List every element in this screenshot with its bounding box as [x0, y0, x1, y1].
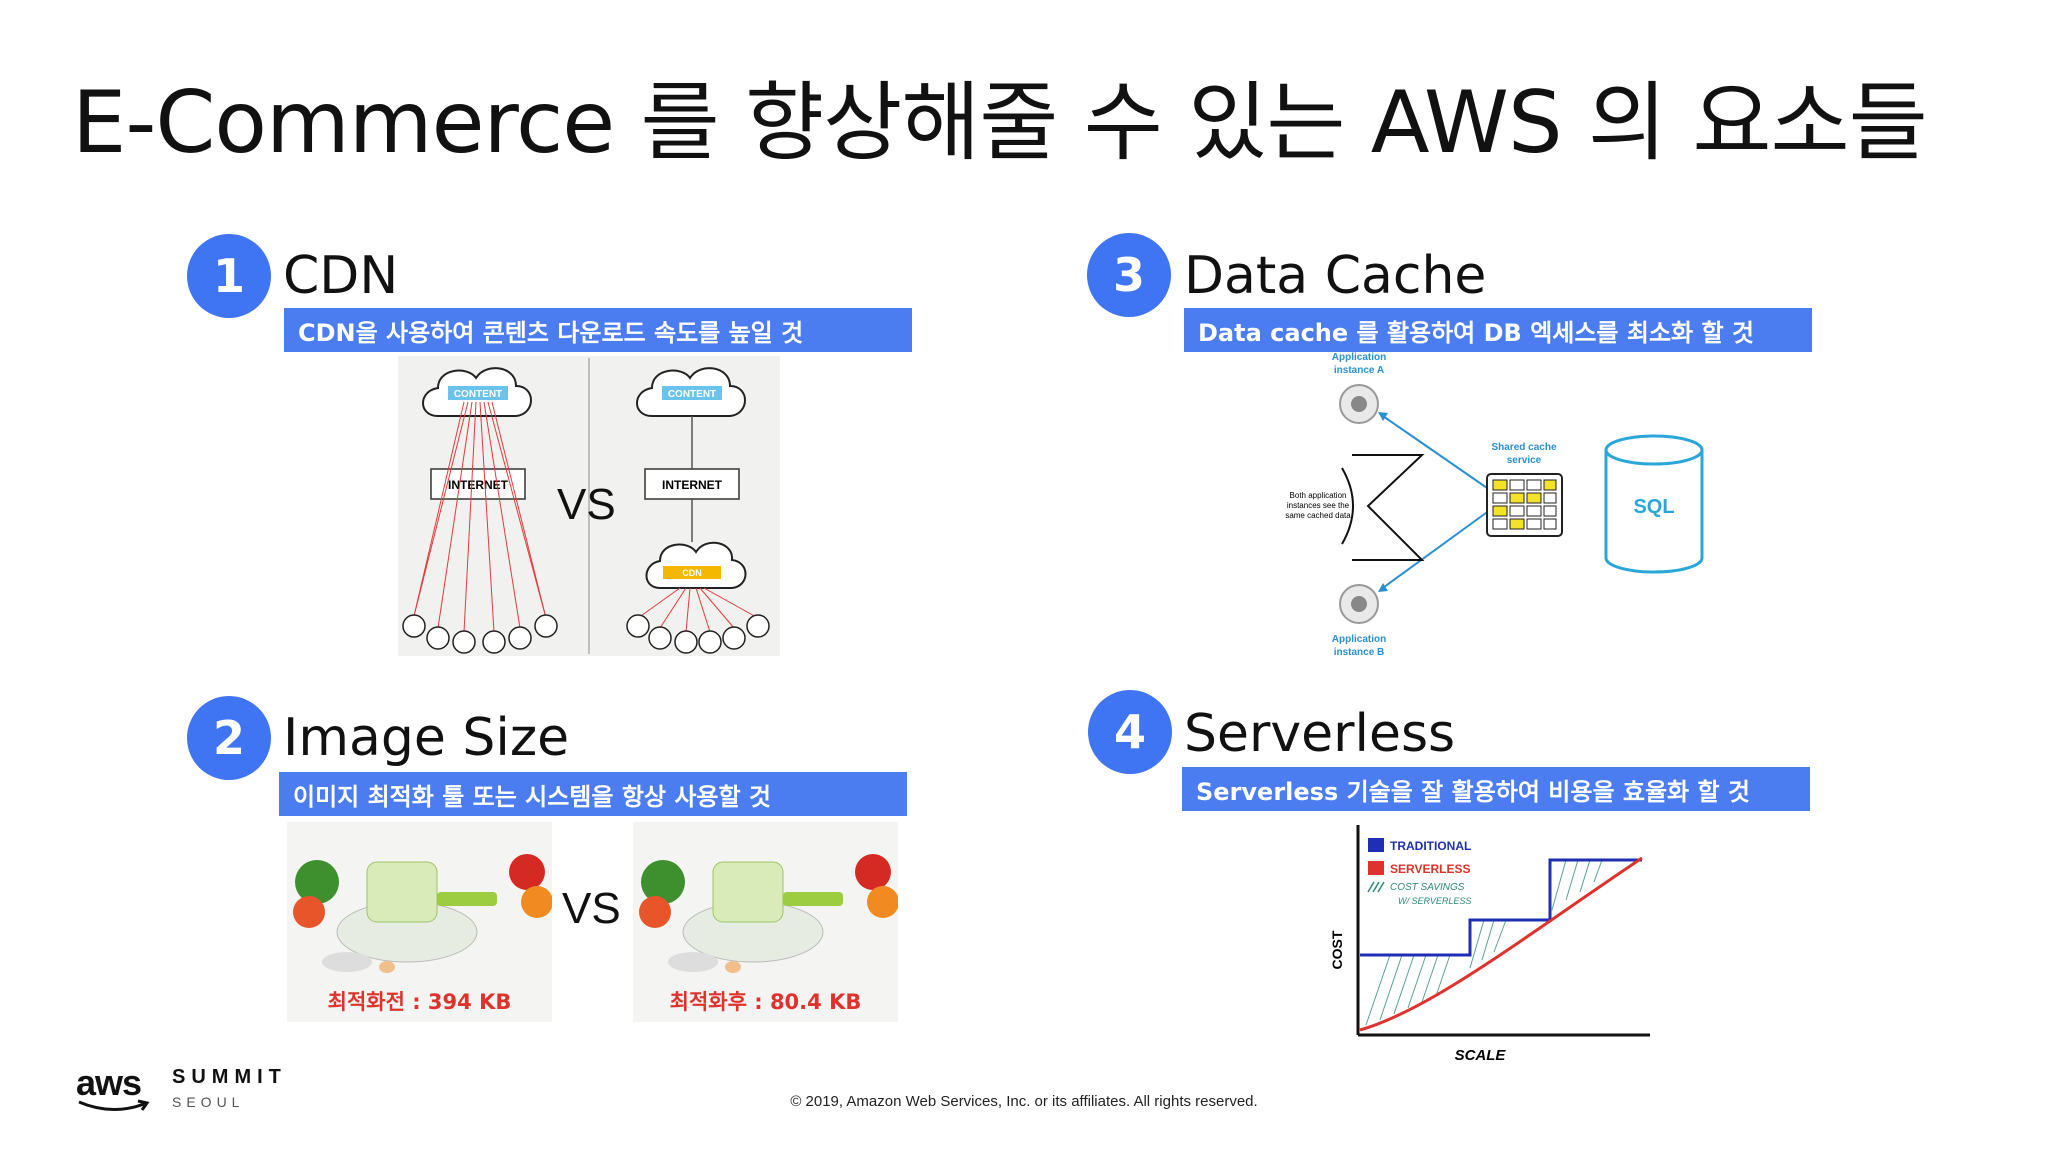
- section-title-cdn: CDN: [283, 246, 399, 306]
- app-a-line1: Application: [1332, 352, 1386, 363]
- app-a-line2: instance A: [1334, 365, 1384, 376]
- image-after-photo: 최적화후 : 80.4 KB: [633, 822, 898, 1022]
- section-number-4: 4: [1088, 690, 1172, 774]
- section-banner-serverless: Serverless 기술을 잘 활용하여 비용을 효율화 할 것: [1182, 767, 1810, 811]
- legend-savings-line2: W/ SERVERLESS: [1398, 896, 1471, 906]
- cdn-diagram: CONTENT CONTENT INTERNET INTERNET CDN: [398, 356, 780, 656]
- serverless-cost-line: [1359, 856, 1643, 1032]
- page-title: E-Commerce 를 향상해줄 수 있는 AWS 의 요소들: [72, 73, 1928, 173]
- user-group-icons: [402, 614, 770, 654]
- shared-cache-line2: service: [1507, 455, 1542, 466]
- legend-traditional-swatch: [1368, 838, 1384, 852]
- legend-savings-line1: COST SAVINGS: [1390, 882, 1465, 893]
- content-cloud-right-icon: [636, 367, 746, 417]
- app-b-line1: Application: [1332, 634, 1386, 645]
- section-banner-data-cache: Data cache 를 활용하여 DB 엑세스를 최소화 할 것: [1184, 308, 1812, 352]
- shared-cache-grid-icon: [1486, 473, 1563, 537]
- cdn-internet-label-left: INTERNET: [448, 478, 509, 492]
- cdn-vs-label: VS: [557, 480, 616, 529]
- section-banner-image-size: 이미지 최적화 툴 또는 시스템을 항상 사용할 것: [279, 772, 907, 816]
- cdn-internet-label-right: INTERNET: [662, 478, 723, 492]
- aws-logo: aws: [76, 1062, 142, 1103]
- copyright-footer: © 2019, Amazon Web Services, Inc. or its…: [790, 1093, 1258, 1110]
- db-label: SQL: [1633, 496, 1674, 518]
- section-number-2: 2: [187, 696, 271, 780]
- y-axis-label: COST: [1329, 930, 1345, 969]
- savings-hatch-area: [1365, 859, 1603, 1026]
- x-axis-label: SCALE: [1455, 1047, 1507, 1064]
- image-after-caption: 최적화후 : 80.4 KB: [669, 990, 862, 1014]
- cdn-content-label-left: CONTENT: [454, 389, 502, 400]
- legend-traditional: TRADITIONAL: [1390, 839, 1471, 853]
- cdn-label: CDN: [682, 568, 702, 578]
- traditional-cost-line: [1360, 858, 1642, 957]
- image-before-caption: 최적화전 : 394 KB: [327, 990, 512, 1014]
- cdn-content-label-right: CONTENT: [668, 389, 716, 400]
- legend-serverless: SERVERLESS: [1390, 862, 1470, 876]
- section-title-serverless: Serverless: [1184, 704, 1456, 764]
- cache-note-line1: Both application: [1290, 491, 1347, 500]
- aws-smile-icon: [78, 1099, 150, 1112]
- section-number-3: 3: [1087, 233, 1171, 317]
- image-vs-label: VS: [562, 884, 621, 933]
- section-number-1: 1: [187, 234, 271, 318]
- cache-diagram: Application instance A Application insta…: [1280, 350, 1710, 660]
- summit-wordmark: SUMMIT: [172, 1066, 287, 1088]
- section-title-data-cache: Data Cache: [1184, 246, 1487, 306]
- app-instance-b-icon: [1339, 584, 1379, 624]
- sql-database-icon: [1604, 434, 1704, 574]
- cdn-cloud-icon: [645, 541, 747, 589]
- section-banner-cdn: CDN을 사용하여 콘텐츠 다운로드 속도를 높일 것: [284, 308, 912, 352]
- legend-serverless-swatch: [1368, 861, 1384, 875]
- section-title-image-size: Image Size: [283, 708, 570, 768]
- serverless-cost-chart: TRADITIONAL SERVERLESS COST SAVINGS W/ S…: [1320, 820, 1650, 1065]
- app-b-line2: instance B: [1334, 647, 1385, 658]
- content-cloud-left-icon: [422, 367, 532, 417]
- image-before-photo: 최적화전 : 394 KB: [287, 822, 552, 1022]
- seoul-wordmark: SEOUL: [172, 1094, 245, 1110]
- app-instance-a-icon: [1339, 384, 1379, 424]
- cache-note-line2: instances see the: [1287, 501, 1350, 510]
- cache-note-line3: same cached data: [1285, 511, 1351, 520]
- shared-cache-line1: Shared cache: [1491, 442, 1556, 453]
